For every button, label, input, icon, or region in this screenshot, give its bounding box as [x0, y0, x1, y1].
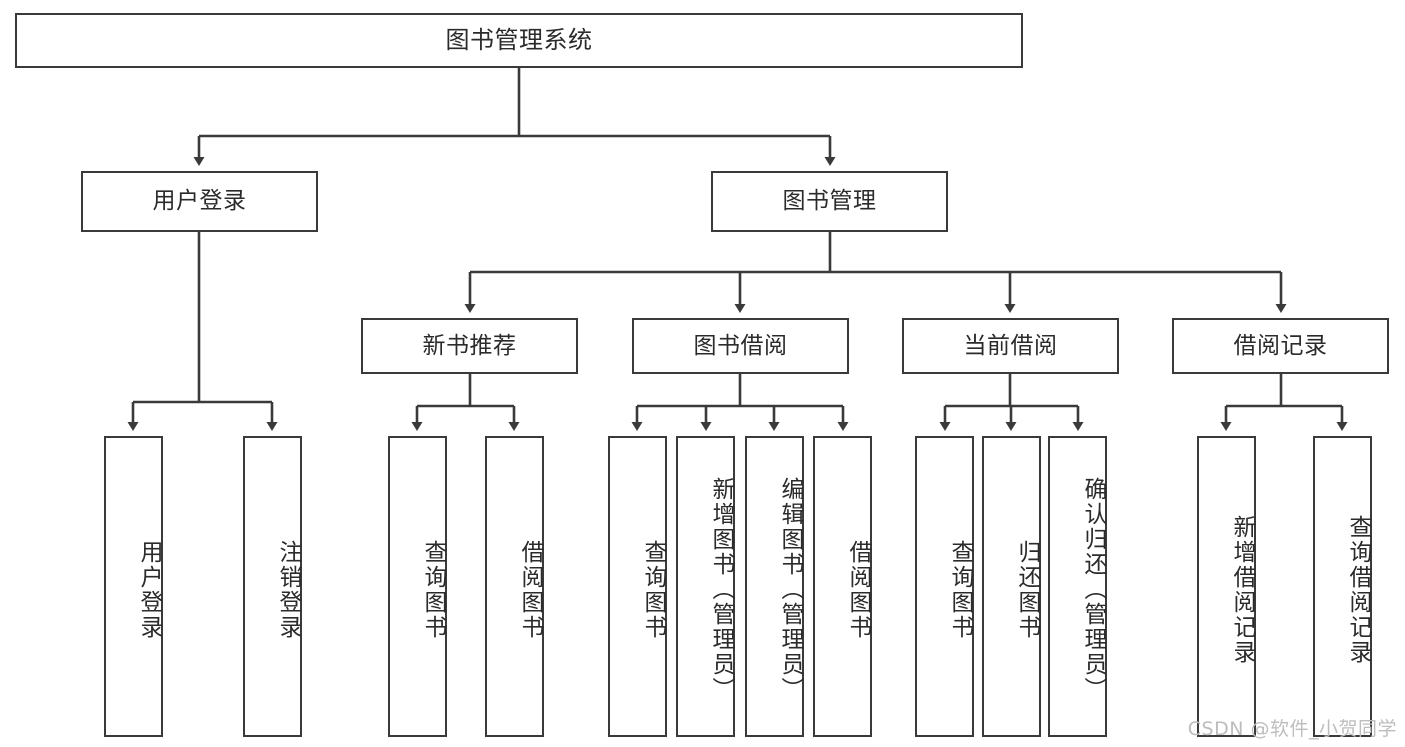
- leaf-borrow-book-2-label: 借阅图书: [845, 539, 871, 640]
- leaf-edit-book[interactable]: 编辑图书（管理员）: [745, 436, 804, 737]
- node-book-borrow[interactable]: 图书借阅: [632, 318, 849, 374]
- node-book-borrow-label: 图书借阅: [693, 332, 788, 359]
- node-borrow-record[interactable]: 借阅记录: [1172, 318, 1389, 374]
- node-book-manage-label: 图书管理: [782, 188, 877, 215]
- leaf-return-book-label: 归还图书: [1014, 539, 1040, 640]
- leaf-user-logout-label: 注销登录: [275, 539, 301, 640]
- leaf-add-book-label: 新增图书（管理员）: [708, 477, 734, 702]
- leaf-query-book-1[interactable]: 查询图书: [388, 436, 447, 737]
- node-current-borrow[interactable]: 当前借阅: [902, 318, 1119, 374]
- leaf-borrow-book-2[interactable]: 借阅图书: [813, 436, 872, 737]
- node-book-manage[interactable]: 图书管理: [711, 171, 948, 232]
- leaf-borrow-book-1[interactable]: 借阅图书: [485, 436, 544, 737]
- leaf-borrow-book-1-label: 借阅图书: [517, 539, 543, 640]
- node-new-book-rec[interactable]: 新书推荐: [361, 318, 578, 374]
- watermark-text: CSDN @软件_小贺同学: [1187, 718, 1397, 740]
- leaf-query-book-1-label: 查询图书: [420, 539, 446, 640]
- leaf-query-book-2-label: 查询图书: [640, 539, 666, 640]
- node-new-book-rec-label: 新书推荐: [422, 332, 517, 359]
- leaf-user-login[interactable]: 用户登录: [104, 436, 163, 737]
- leaf-user-login-label: 用户登录: [136, 539, 162, 640]
- node-user-login-label: 用户登录: [152, 188, 247, 215]
- leaf-query-record[interactable]: 查询借阅记录: [1313, 436, 1372, 737]
- node-user-login[interactable]: 用户登录: [81, 171, 318, 232]
- node-root[interactable]: 图书管理系统: [15, 13, 1023, 68]
- leaf-confirm-return-label: 确认归还（管理员）: [1080, 477, 1106, 702]
- node-borrow-record-label: 借阅记录: [1233, 332, 1328, 359]
- leaf-edit-book-label: 编辑图书（管理员）: [777, 477, 803, 702]
- node-current-borrow-label: 当前借阅: [963, 332, 1058, 359]
- leaf-confirm-return[interactable]: 确认归还（管理员）: [1048, 436, 1107, 737]
- leaf-add-record-label: 新增借阅记录: [1229, 514, 1255, 665]
- leaf-add-book[interactable]: 新增图书（管理员）: [676, 436, 735, 737]
- leaf-query-book-2[interactable]: 查询图书: [608, 436, 667, 737]
- leaf-query-record-label: 查询借阅记录: [1345, 514, 1371, 665]
- leaf-query-book-3-label: 查询图书: [947, 539, 973, 640]
- leaf-return-book[interactable]: 归还图书: [982, 436, 1041, 737]
- leaf-query-book-3[interactable]: 查询图书: [915, 436, 974, 737]
- node-root-label: 图书管理系统: [445, 25, 593, 54]
- leaf-user-logout[interactable]: 注销登录: [243, 436, 302, 737]
- leaf-add-record[interactable]: 新增借阅记录: [1197, 436, 1256, 737]
